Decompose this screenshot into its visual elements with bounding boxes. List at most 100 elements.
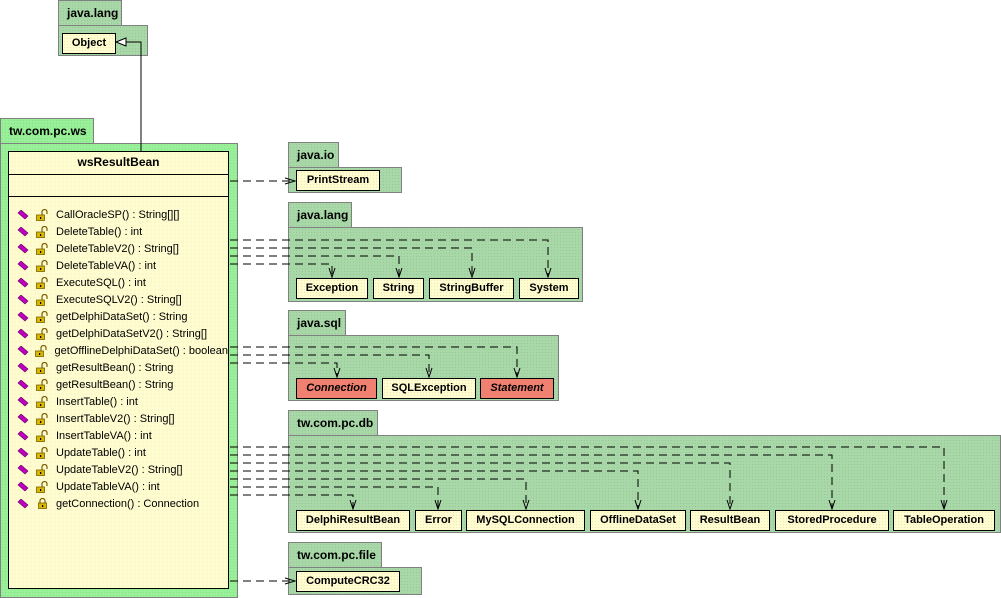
lock-open-icon (34, 208, 51, 221)
method-row[interactable]: DeleteTableV2() : String[] (9, 240, 228, 257)
method-signature: CallOracleSP() : String[][] (56, 208, 180, 221)
method-row[interactable]: InsertTableVA() : int (9, 427, 228, 444)
method-row[interactable]: UpdateTable() : int (9, 444, 228, 461)
dependency-arrowhead (828, 499, 836, 511)
method-row[interactable]: UpdateTableVA() : int (9, 478, 228, 495)
dependency-stringbuffer (230, 247, 473, 277)
class-wsresultbean[interactable]: wsResultBean CallOracleSP() : String[][]… (8, 151, 229, 589)
class-offlinedataset[interactable]: OfflineDataSet (590, 510, 686, 531)
method-row[interactable]: InsertTableV2() : String[] (9, 410, 228, 427)
method-icon (12, 498, 34, 509)
class-printstream[interactable]: PrintStream (296, 170, 380, 191)
package-tab-tw-com-pc-ws[interactable]: tw.com.pc.ws (0, 118, 94, 144)
dependency-arrowhead (284, 577, 297, 585)
method-row[interactable]: getDelphiDataSet() : String (9, 308, 228, 325)
dependency-arrowhead (328, 267, 336, 279)
dependency-arrowhead (634, 499, 642, 511)
lock-open-icon (34, 225, 51, 238)
lock-open-icon (34, 259, 51, 272)
method-row[interactable]: ExecuteSQLV2() : String[] (9, 291, 228, 308)
method-signature: InsertTable() : int (56, 395, 138, 408)
package-name: tw.com.pc.file (297, 548, 376, 562)
dependency-storedprocedure (230, 454, 833, 509)
method-icon (12, 447, 34, 458)
method-signature: getConnection() : Connection (56, 497, 200, 510)
method-icon (12, 413, 34, 424)
dependency-mysqlconnection (230, 478, 527, 509)
lock-open-icon (34, 293, 51, 306)
lock-open-icon (34, 463, 51, 476)
dependency-delphiresultbean (230, 494, 354, 509)
dependency-arrowhead (522, 499, 530, 511)
class-error[interactable]: Error (415, 510, 462, 531)
class-stringbuffer[interactable]: StringBuffer (429, 278, 514, 299)
method-signature: getOfflineDelphiDataSet() : boolean (54, 344, 228, 357)
method-row[interactable]: getDelphiDataSetV2() : String[] (9, 325, 228, 342)
interface-connection[interactable]: Connection (296, 378, 377, 399)
lock-open-icon (34, 310, 51, 323)
dependency-arrowhead (940, 499, 948, 511)
dependency-arrowhead (395, 267, 403, 279)
class-mysqlconnection[interactable]: MySQLConnection (466, 510, 585, 531)
method-row[interactable]: getOfflineDelphiDataSet() : boolean (9, 342, 228, 359)
dependency-arrowhead (513, 367, 521, 379)
dependency-offlinedataset (230, 470, 639, 509)
method-icon (12, 260, 34, 271)
methods-compartment: CallOracleSP() : String[][] DeleteTable()… (9, 197, 228, 512)
class-delphiresultbean[interactable]: DelphiResultBean (296, 510, 410, 531)
method-icon (12, 243, 34, 254)
package-tab-java-lang-top[interactable]: java.lang (58, 0, 122, 26)
lock-open-icon (34, 242, 51, 255)
method-signature: DeleteTableVA() : int (56, 259, 157, 272)
dependency-statement (230, 346, 518, 377)
package-tab-java-lang[interactable]: java.lang (288, 202, 352, 228)
dependency-arrowhead (468, 267, 476, 279)
package-name: java.sql (297, 316, 342, 330)
method-icon (12, 396, 34, 407)
dependency-error (230, 486, 439, 509)
method-row[interactable]: getResultBean() : String (9, 376, 228, 393)
method-row[interactable]: CallOracleSP() : String[][] (9, 206, 228, 223)
class-string[interactable]: String (373, 278, 424, 299)
method-icon (12, 294, 34, 305)
dependency-arrowhead (544, 267, 552, 279)
method-row[interactable]: getConnection() : Connection (9, 495, 228, 512)
dependency-arrowhead (425, 367, 433, 379)
class-exception[interactable]: Exception (296, 278, 368, 299)
method-icon (12, 311, 34, 322)
dependency-connection (230, 362, 338, 377)
class-system[interactable]: System (519, 278, 579, 299)
class-resultbean[interactable]: ResultBean (690, 510, 770, 531)
method-row[interactable]: DeleteTableVA() : int (9, 257, 228, 274)
class-sqlexception[interactable]: SQLException (382, 378, 476, 399)
package-tab-tw-com-pc-file[interactable]: tw.com.pc.file (288, 542, 382, 568)
method-row[interactable]: getResultBean() : String (9, 359, 228, 376)
method-signature: getDelphiDataSetV2() : String[] (56, 327, 208, 340)
lock-closed-icon (34, 498, 51, 509)
method-icon (12, 481, 34, 492)
lock-open-icon (34, 412, 51, 425)
dependency-sqlexception (230, 354, 430, 377)
method-icon (12, 328, 34, 339)
method-signature: getDelphiDataSet() : String (56, 310, 188, 323)
lock-open-icon (34, 276, 51, 289)
package-name: java.lang (67, 6, 119, 20)
package-name: java.io (297, 148, 335, 162)
method-icon (12, 226, 34, 237)
lock-open-icon (33, 344, 49, 357)
method-row[interactable]: InsertTable() : int (9, 393, 228, 410)
package-tab-tw-com-pc-db[interactable]: tw.com.pc.db (288, 410, 378, 436)
dependency-system (230, 239, 549, 277)
class-object[interactable]: Object (62, 33, 116, 54)
package-tab-java-sql[interactable]: java.sql (288, 310, 346, 336)
class-storedprocedure[interactable]: StoredProcedure (775, 510, 889, 531)
class-computecrc32[interactable]: ComputeCRC32 (296, 571, 400, 592)
method-signature: UpdateTableV2() : String[] (56, 463, 183, 476)
method-row[interactable]: UpdateTableV2() : String[] (9, 461, 228, 478)
generalization-arrowhead (114, 37, 127, 47)
method-row[interactable]: DeleteTable() : int (9, 223, 228, 240)
lock-open-icon (34, 395, 51, 408)
dependency-arrowhead (333, 367, 341, 379)
method-icon (12, 277, 34, 288)
method-row[interactable]: ExecuteSQL() : int (9, 274, 228, 291)
